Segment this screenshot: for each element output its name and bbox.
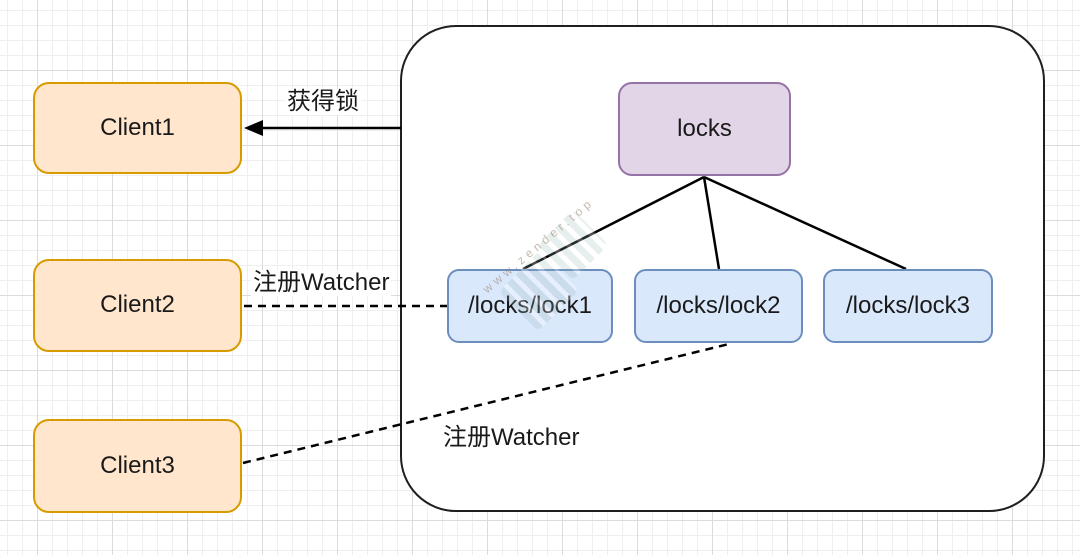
lock1-label: /locks/lock1 xyxy=(467,291,593,319)
locks-root-node: locks xyxy=(618,82,791,176)
lock2-node: /locks/lock2 xyxy=(634,269,803,343)
watcher-edge-label-client3: 注册Watcher xyxy=(441,424,582,452)
lock2-label: /locks/lock2 xyxy=(656,291,781,319)
locks-root-label: locks xyxy=(677,114,732,142)
client3-label: Client3 xyxy=(100,451,175,479)
lock3-label: /locks/lock3 xyxy=(845,291,971,319)
lock3-node: /locks/lock3 xyxy=(823,269,993,343)
watcher-edge-label-client2: 注册Watcher xyxy=(251,269,392,297)
client1-label: Client1 xyxy=(100,113,175,141)
acquire-lock-arrowhead xyxy=(244,120,263,136)
client2-label: Client2 xyxy=(100,291,175,319)
client3-node: Client3 xyxy=(33,419,242,513)
lock1-node: /locks/lock1 xyxy=(447,269,613,343)
client1-node: Client1 xyxy=(33,82,242,174)
acquire-lock-edge-label: 获得锁 xyxy=(285,88,361,116)
client2-node: Client2 xyxy=(33,259,242,352)
